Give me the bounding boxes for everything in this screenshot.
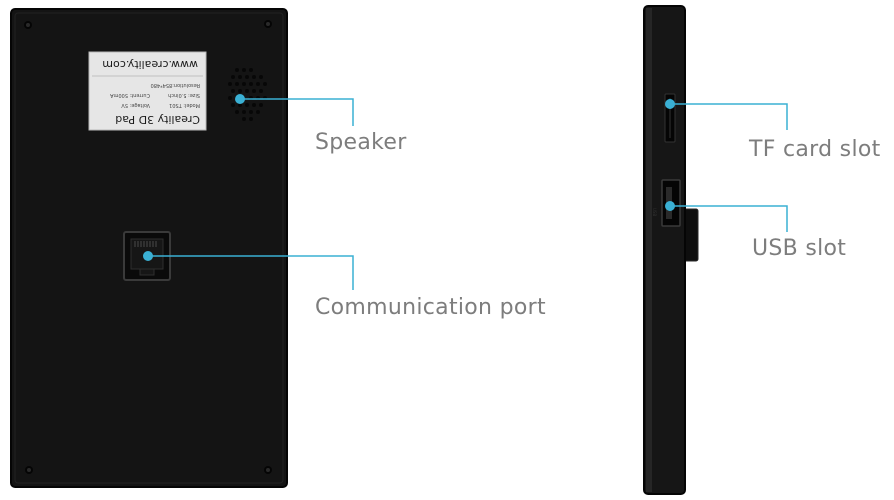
speaker-grille-icon xyxy=(228,68,267,121)
screw-icon xyxy=(264,466,272,474)
callout-tf-card-slot: TF card slot xyxy=(749,137,881,162)
label-sticker: Creality 3D Pad Model: TS01 Voltage: 5V … xyxy=(88,51,207,131)
sticker-line-size: Size: 5.0inch xyxy=(168,92,200,98)
sticker-title: Creality 3D Pad xyxy=(115,113,200,126)
anchor-dot-tf-card-slot xyxy=(665,99,675,109)
leader-line-usb-slot xyxy=(670,205,788,232)
leader-line-speaker xyxy=(240,98,354,126)
anchor-dot-speaker xyxy=(235,94,245,104)
sticker-line-model: Model: TS01 xyxy=(169,102,200,108)
sticker-line-voltage: Voltage: 5V xyxy=(121,102,150,108)
sticker-line-resolution: Resolution:854*480 xyxy=(151,82,200,88)
device-side-view: USB xyxy=(643,5,699,495)
leader-line-tf-card-slot xyxy=(670,103,788,130)
callout-communication-port: Communication port xyxy=(315,295,546,320)
screw-icon xyxy=(25,466,33,474)
callout-speaker: Speaker xyxy=(315,130,407,155)
screw-icon xyxy=(24,21,32,29)
screw-icon xyxy=(264,20,272,28)
anchor-dot-usb-slot xyxy=(665,201,675,211)
device-back-view: Creality 3D Pad Model: TS01 Voltage: 5V … xyxy=(10,8,288,488)
anchor-dot-communication-port xyxy=(143,251,153,261)
sticker-url: www.creality.com xyxy=(102,58,198,71)
sticker-line-current: Current: 500mA xyxy=(110,92,150,98)
leader-line-communication-port xyxy=(148,255,354,290)
svg-text:USB: USB xyxy=(652,208,657,216)
callout-usb-slot: USB slot xyxy=(752,236,847,261)
